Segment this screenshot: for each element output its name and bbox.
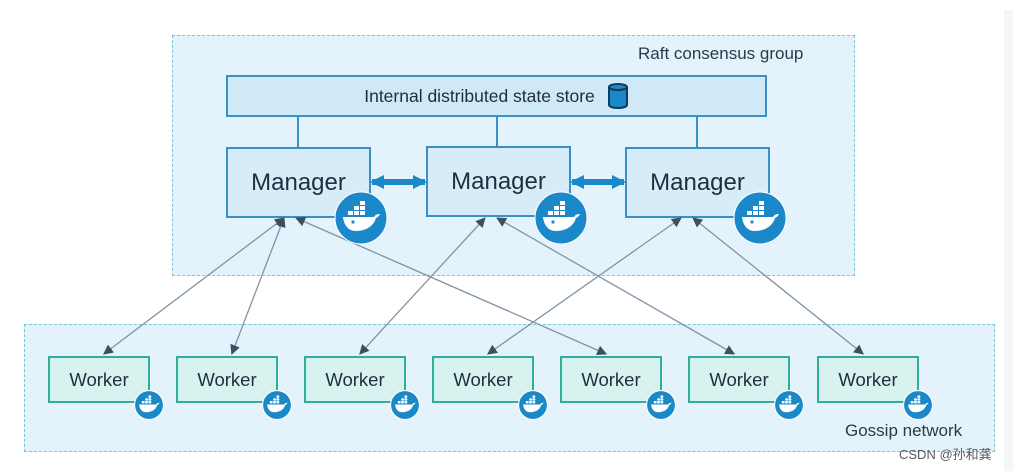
docker-whale-icon	[334, 191, 388, 245]
connection-m1-w1	[103, 217, 285, 355]
worker-node-6: Worker	[688, 356, 790, 403]
docker-whale-icon	[534, 191, 588, 245]
connection-m2-w6	[496, 217, 736, 355]
raft-consensus-group-label: Raft consensus group	[638, 44, 804, 63]
connection-m3-w7	[692, 217, 864, 355]
worker-label: Worker	[69, 368, 129, 390]
worker-label: Worker	[197, 368, 257, 390]
worker-node-5: Worker	[560, 356, 662, 403]
manager-label: Manager	[251, 168, 346, 196]
database-icon	[607, 83, 628, 109]
state-store: Internal distributed state store	[226, 75, 767, 117]
worker-node-3: Worker	[304, 356, 406, 403]
worker-node-2: Worker	[176, 356, 278, 403]
worker-label: Worker	[838, 368, 898, 390]
worker-label: Worker	[709, 368, 769, 390]
state-store-label: Internal distributed state store	[364, 85, 595, 106]
worker-label: Worker	[581, 368, 641, 390]
connection-m2-w3	[359, 217, 486, 355]
worker-label: Worker	[453, 368, 513, 390]
worker-label: Worker	[325, 368, 385, 390]
docker-whale-icon	[134, 390, 164, 420]
worker-node-1: Worker	[48, 356, 150, 403]
worker-node-4: Worker	[432, 356, 534, 403]
docker-whale-icon	[262, 390, 292, 420]
connection-m3-w4	[486, 217, 682, 355]
worker-node-7: Worker	[817, 356, 919, 403]
docker-whale-icon	[774, 390, 804, 420]
manager-label: Manager	[451, 167, 546, 195]
docker-whale-icon	[390, 390, 420, 420]
docker-whale-icon	[646, 390, 676, 420]
gossip-network-label: Gossip network	[845, 421, 963, 440]
docker-whale-icon	[903, 390, 933, 420]
worker-connections	[103, 217, 864, 355]
watermark: CSDN @孙和龚	[899, 447, 992, 462]
docker-whale-icon	[733, 191, 787, 245]
connection-m1-w2	[230, 217, 286, 355]
manager-label: Manager	[650, 168, 745, 196]
docker-whale-icon	[518, 390, 548, 420]
page-edge-strip	[1004, 10, 1013, 471]
